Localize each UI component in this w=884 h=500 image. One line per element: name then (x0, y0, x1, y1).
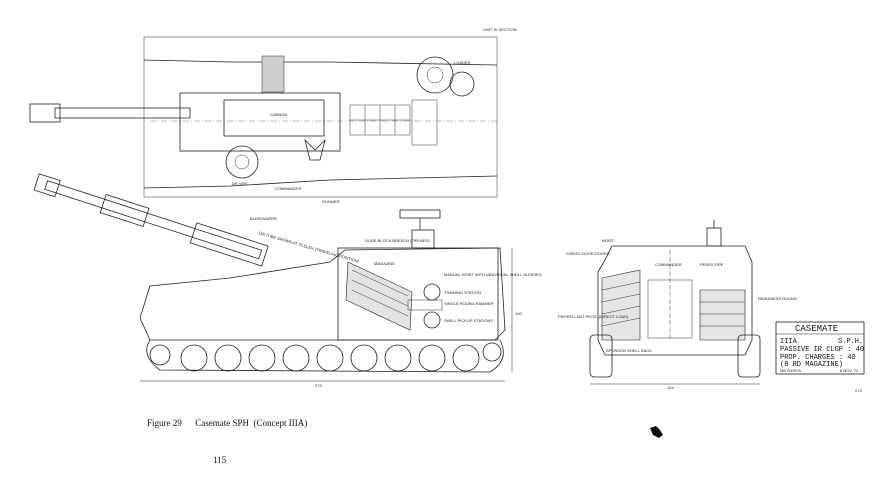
side-label-training: TRAINING STATION (444, 290, 481, 295)
plan-loader-hatch-inner (426, 66, 444, 84)
side-muzzle-brake (33, 173, 61, 198)
side-road-wheels (149, 342, 502, 372)
title-block-frame (775, 321, 865, 375)
side-cupola (411, 229, 435, 249)
side-bore-evacuator (99, 193, 150, 227)
title-block-title: CASEMATE (795, 324, 838, 334)
front-label-hoist: HOIST (602, 238, 615, 243)
plan-label-loader: LOADER (454, 60, 471, 65)
side-label-shell-pickup: SHELL PICKUP STATIONS (444, 318, 493, 323)
side-label-top: BLEEDMATER (250, 216, 277, 221)
front-label-commander: COMMANDER (655, 262, 682, 267)
title-block-line1: PASSIVE IR CLGP : 40 (780, 346, 864, 354)
front-dim-width: 124 (667, 385, 674, 390)
side-magazine (345, 261, 413, 331)
side-shell-station-2 (423, 311, 441, 329)
ink-blot (650, 426, 663, 438)
side-rammer (407, 299, 443, 311)
front-track-left (589, 334, 613, 378)
plan-breech-ring (223, 99, 325, 137)
plan-label-driver: DR VER (232, 181, 247, 186)
side-shell-station-1 (423, 283, 441, 301)
plan-label-section: UNIT 'B' SECTION (483, 27, 517, 32)
plan-commander-hatch-inner (234, 154, 250, 170)
plan-gun-mount (304, 138, 326, 161)
plan-label-commander: COMMANDER (275, 186, 302, 191)
side-label-breech: SLIDE BLOCK BREECH (OPENED) (365, 238, 430, 243)
plan-barrel (54, 107, 191, 119)
side-view: 274 100 BLEEDMATER 155 TUBE SHOWN AT 70 … (33, 173, 542, 388)
plan-label-cannon: CANNON (270, 112, 287, 117)
side-track (146, 339, 504, 373)
plan-ammo-grid (349, 99, 438, 146)
plan-muzzle-brake (29, 103, 61, 123)
front-hull (597, 245, 753, 356)
plan-periscope-ring (449, 71, 475, 97)
front-label-propellant: PROPELLANT PKGS. (DIRECT LOAD) (558, 314, 629, 319)
front-track-right (737, 334, 761, 378)
side-label-hoist: MANUAL HOIST WITH INDIVIDUAL SHELL SLEEV… (444, 272, 542, 277)
title-block-type: S.P.H. (838, 338, 863, 346)
plan-view-frame (143, 36, 498, 198)
side-dim-height: 100 (515, 311, 522, 316)
figure-caption-label: Figure 29 (147, 418, 182, 428)
title-block: CASEMATE IIIA S.P.H. PASSIVE IR CLGP : 4… (775, 321, 865, 375)
page-number: 115 (213, 455, 227, 465)
title-block-line2: PROP. CHARGES : 40 (780, 354, 856, 362)
plan-label-gunner: GUNNER (322, 199, 339, 204)
front-label-cargo: CARGO DOOR DOORS (566, 251, 610, 256)
title-block-line3: (8 RD MAGAZINE) (780, 361, 843, 369)
figure-caption: Figure 29 Casemate SPH (Concept IIIA) (147, 418, 307, 428)
front-label-readiness: READINESS ROUND (758, 296, 797, 301)
title-block-drawing-no: MB 00097A (780, 368, 801, 373)
plan-loader-hatch (416, 56, 454, 94)
side-barrel (44, 180, 263, 260)
plan-view: UNIT 'B' SECTION DR VER COMMANDER GUNNER… (29, 27, 517, 204)
front-sponson-rack-left (601, 269, 641, 341)
plan-commander-hatch (225, 145, 259, 179)
front-sheet-number: 274 (855, 388, 862, 393)
side-periscope (399, 209, 441, 219)
title-block-concept: IIIA (780, 338, 798, 346)
figure-caption-title: Casemate SPH (Concept IIIA) (195, 418, 308, 428)
side-hull (139, 247, 506, 341)
side-label-barrel: 155 TUBE SHOWN AT 70 ELEV. (TRAVELING PO… (258, 230, 360, 264)
side-label-magazine: MAGAZINE (374, 261, 395, 266)
front-label-sponson: SPONSON SHELL RACK (606, 348, 652, 353)
front-view: 124 HOIST CARGO DOOR DOORS COMMANDER PER… (558, 220, 862, 393)
plan-casemate-block (179, 92, 341, 152)
side-label-rammer: SINGLE ROUND RAMMER (444, 301, 493, 306)
front-sponson-rack-right (699, 289, 746, 341)
front-label-periscope: PERISCOPE (700, 262, 724, 267)
front-periscope (706, 227, 722, 247)
title-block-date: 8 NOV '72 (840, 368, 859, 373)
plan-hull-outline (143, 59, 498, 189)
side-recoil-sleeve (189, 222, 269, 267)
side-dim-length: 274 (315, 383, 322, 388)
plan-hatched-block (261, 55, 285, 93)
